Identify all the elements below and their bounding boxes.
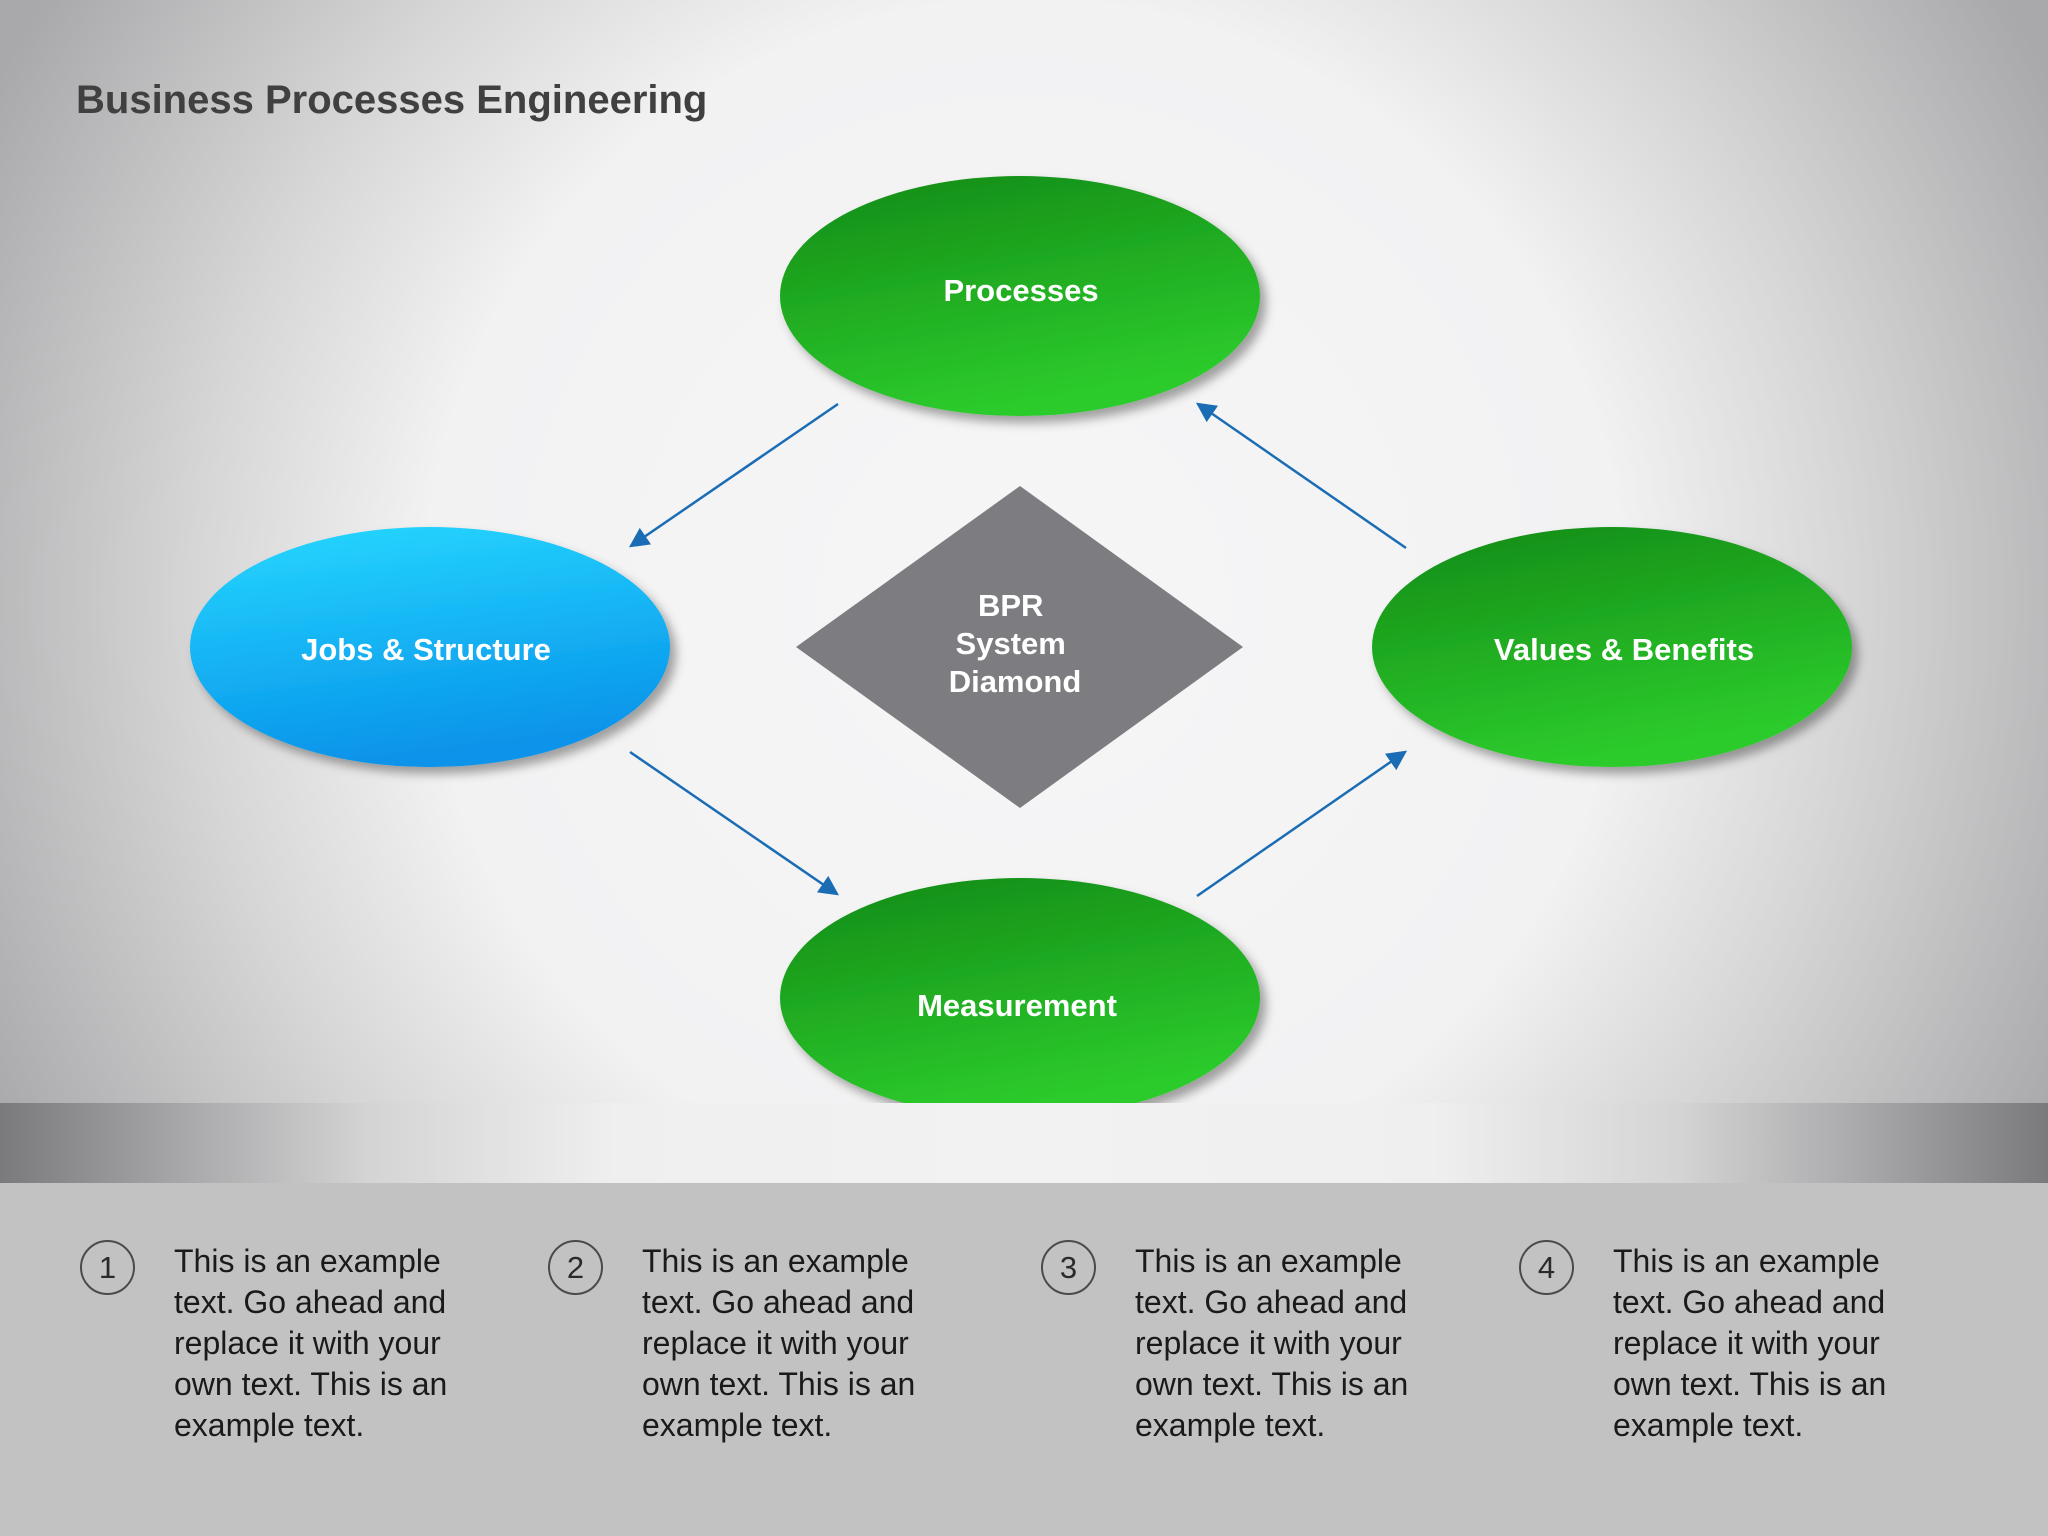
- bpr-diagram: BPR System Diamond Processes Jobs & Stru…: [190, 176, 1852, 1118]
- number-badge: 1: [80, 1240, 135, 1295]
- diamond-line-1: BPR: [978, 588, 1043, 623]
- node-jobs-structure: [190, 527, 670, 767]
- svg-text:BPR System Dia: BPR System Diamond: [949, 588, 1082, 699]
- slide-title: Business Processes Engineering: [76, 78, 708, 122]
- arrow-values-to-processes: [1195, 402, 1407, 550]
- arrow-processes-to-jobs: [628, 402, 839, 548]
- node-measurement: [780, 878, 1260, 1118]
- note-text: This is an example text. Go ahead and re…: [642, 1243, 916, 1443]
- diamond-line-3: Diamond: [949, 664, 1082, 699]
- number-badge: 4: [1519, 1240, 1574, 1295]
- number-badge: 3: [1041, 1240, 1096, 1295]
- number-badge: 2: [548, 1240, 603, 1295]
- node-values-benefits: [1372, 527, 1852, 767]
- arrow-jobs-to-measurement: [629, 750, 840, 896]
- arrow-measurement-to-values: [1196, 750, 1408, 898]
- notes-panel: 1 This is an example text. Go ahead and …: [0, 1183, 2048, 1536]
- node-values-benefits-label: Values & Benefits: [1494, 632, 1754, 667]
- note-text: This is an example text. Go ahead and re…: [1135, 1243, 1409, 1443]
- center-diamond: BPR System Diamond: [796, 486, 1243, 808]
- diamond-line-2: System: [956, 626, 1066, 661]
- node-measurement-label: Measurement: [917, 988, 1117, 1023]
- note-text: This is an example text. Go ahead and re…: [174, 1243, 448, 1443]
- floor-band: [0, 1103, 2048, 1183]
- note-text: This is an example text. Go ahead and re…: [1613, 1243, 1887, 1443]
- node-processes-label: Processes: [943, 273, 1098, 308]
- node-processes: [780, 176, 1260, 416]
- node-jobs-structure-label: Jobs & Structure: [301, 632, 551, 667]
